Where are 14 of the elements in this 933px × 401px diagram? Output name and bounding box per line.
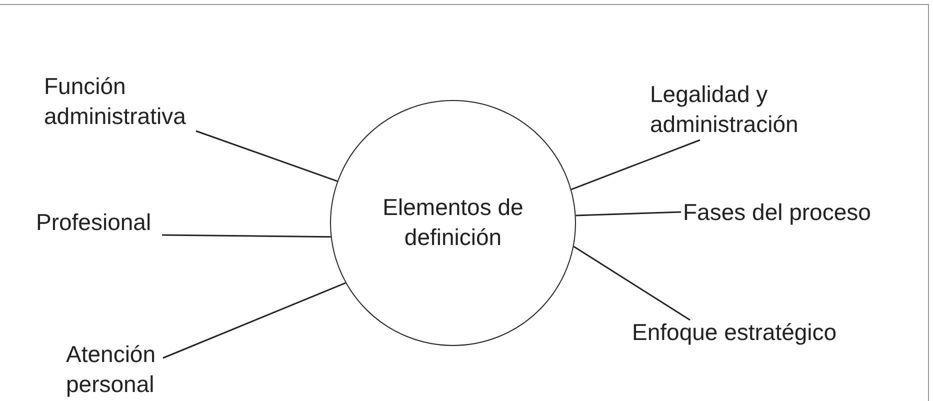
node-label: Profesional bbox=[36, 208, 152, 237]
central-circle bbox=[330, 100, 576, 346]
connector-line bbox=[573, 246, 690, 321]
connector-line bbox=[162, 282, 346, 359]
node-label: Fases del proceso bbox=[683, 198, 871, 227]
node-label: Legalidad y administración bbox=[650, 80, 800, 139]
connector-line bbox=[571, 139, 700, 190]
node-label: Elementos de definición bbox=[382, 194, 524, 250]
node-label: Enfoque estratégico bbox=[632, 318, 837, 347]
node-label: Función administrativa bbox=[44, 72, 187, 131]
connector-line bbox=[196, 130, 338, 182]
connector-line bbox=[576, 211, 682, 216]
node-label: Atención personal bbox=[66, 340, 157, 399]
connector-line bbox=[162, 234, 331, 238]
